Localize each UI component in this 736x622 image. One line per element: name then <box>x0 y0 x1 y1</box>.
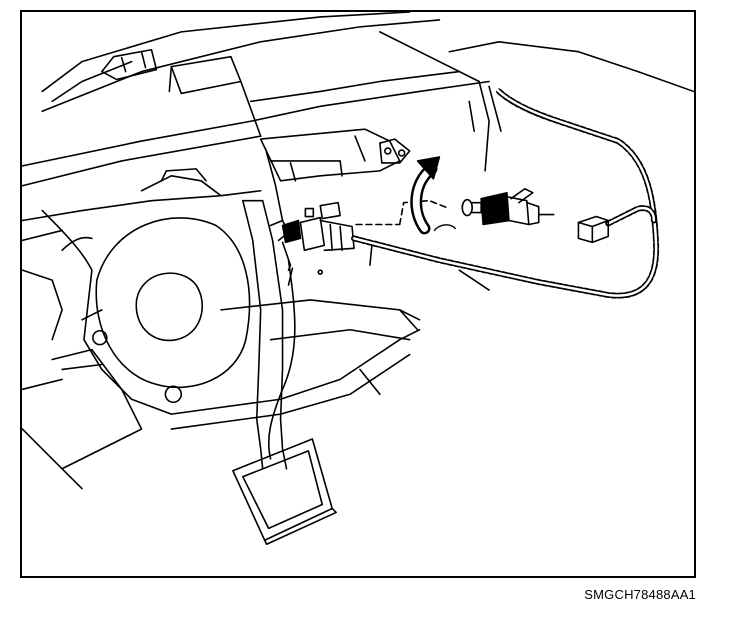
alignment-line <box>355 199 451 226</box>
clutch-pedal-switch-illustration <box>22 12 694 546</box>
switch-wire <box>267 259 296 460</box>
illustration-frame <box>20 10 696 578</box>
switch-bracket <box>259 128 411 222</box>
misc-details <box>287 244 490 291</box>
lower-dash-structure <box>22 168 262 341</box>
removed-clutch-switch <box>461 187 555 226</box>
rotation-arrow-icon <box>410 156 457 235</box>
dash-structure <box>22 12 694 187</box>
floor-beams <box>22 299 421 490</box>
figure-id-label: SMGCH78488AA1 <box>584 587 696 602</box>
clutch-pedal-arm <box>242 199 290 470</box>
brake-booster <box>81 217 251 415</box>
installed-clutch-switch <box>281 201 355 271</box>
wiring-harness <box>351 86 660 299</box>
harness-connector <box>577 215 610 244</box>
pedal-pad <box>232 438 337 546</box>
